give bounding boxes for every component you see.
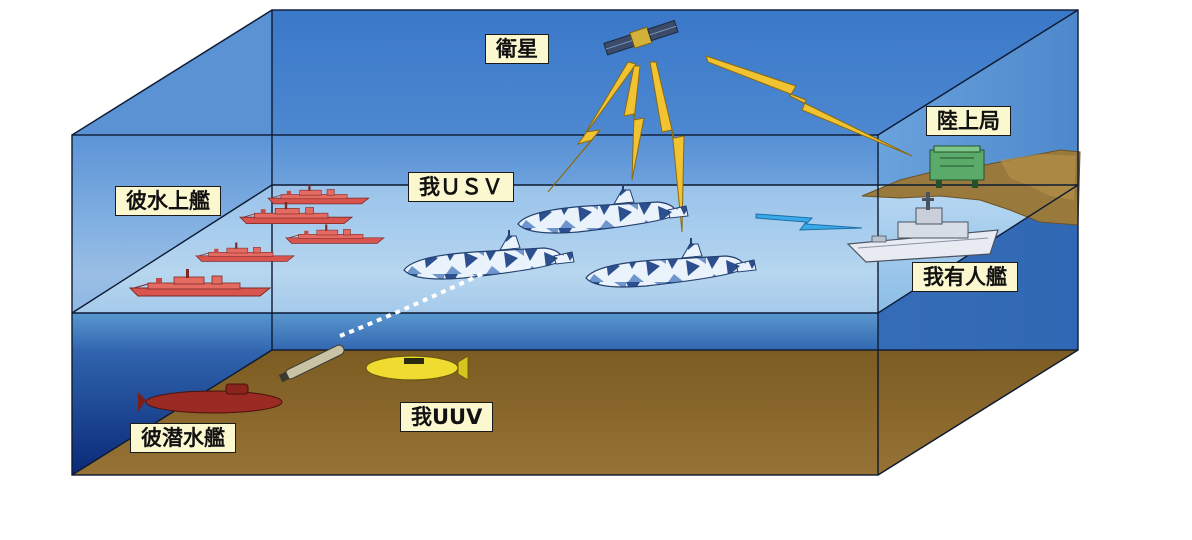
label-enemy-submarine: 彼潜水艦 xyxy=(130,423,236,453)
lightning-icon-sat-usv xyxy=(547,61,637,193)
lightning-icon-sat-usv3 xyxy=(649,61,685,233)
label-our-usv: 我ＵＳＶ xyxy=(408,172,514,202)
satellite-icon xyxy=(603,19,679,56)
lightning-icon-usv-ship xyxy=(755,213,863,231)
torpedo-icon xyxy=(278,344,345,383)
torpedo-trail xyxy=(339,272,483,338)
lightning-icon-sat-usv2 xyxy=(623,65,645,181)
label-our-manned-ship: 我有人艦 xyxy=(912,262,1018,292)
lightning-icon-sat-station xyxy=(705,55,913,157)
destroyer-icon xyxy=(846,192,999,263)
ground-station-icon xyxy=(929,145,985,188)
label-ground-station: 陸上局 xyxy=(926,106,1011,136)
land-highlight xyxy=(1000,154,1076,200)
seabed xyxy=(72,350,1078,475)
submarine-icon xyxy=(138,383,283,414)
box-edges xyxy=(71,9,1079,476)
label-enemy-surface-ships: 彼水上艦 xyxy=(115,186,221,216)
label-satellite: 衛星 xyxy=(485,34,549,64)
uuv-icon xyxy=(365,355,469,381)
label-our-uuv: 我UUV xyxy=(400,402,494,432)
